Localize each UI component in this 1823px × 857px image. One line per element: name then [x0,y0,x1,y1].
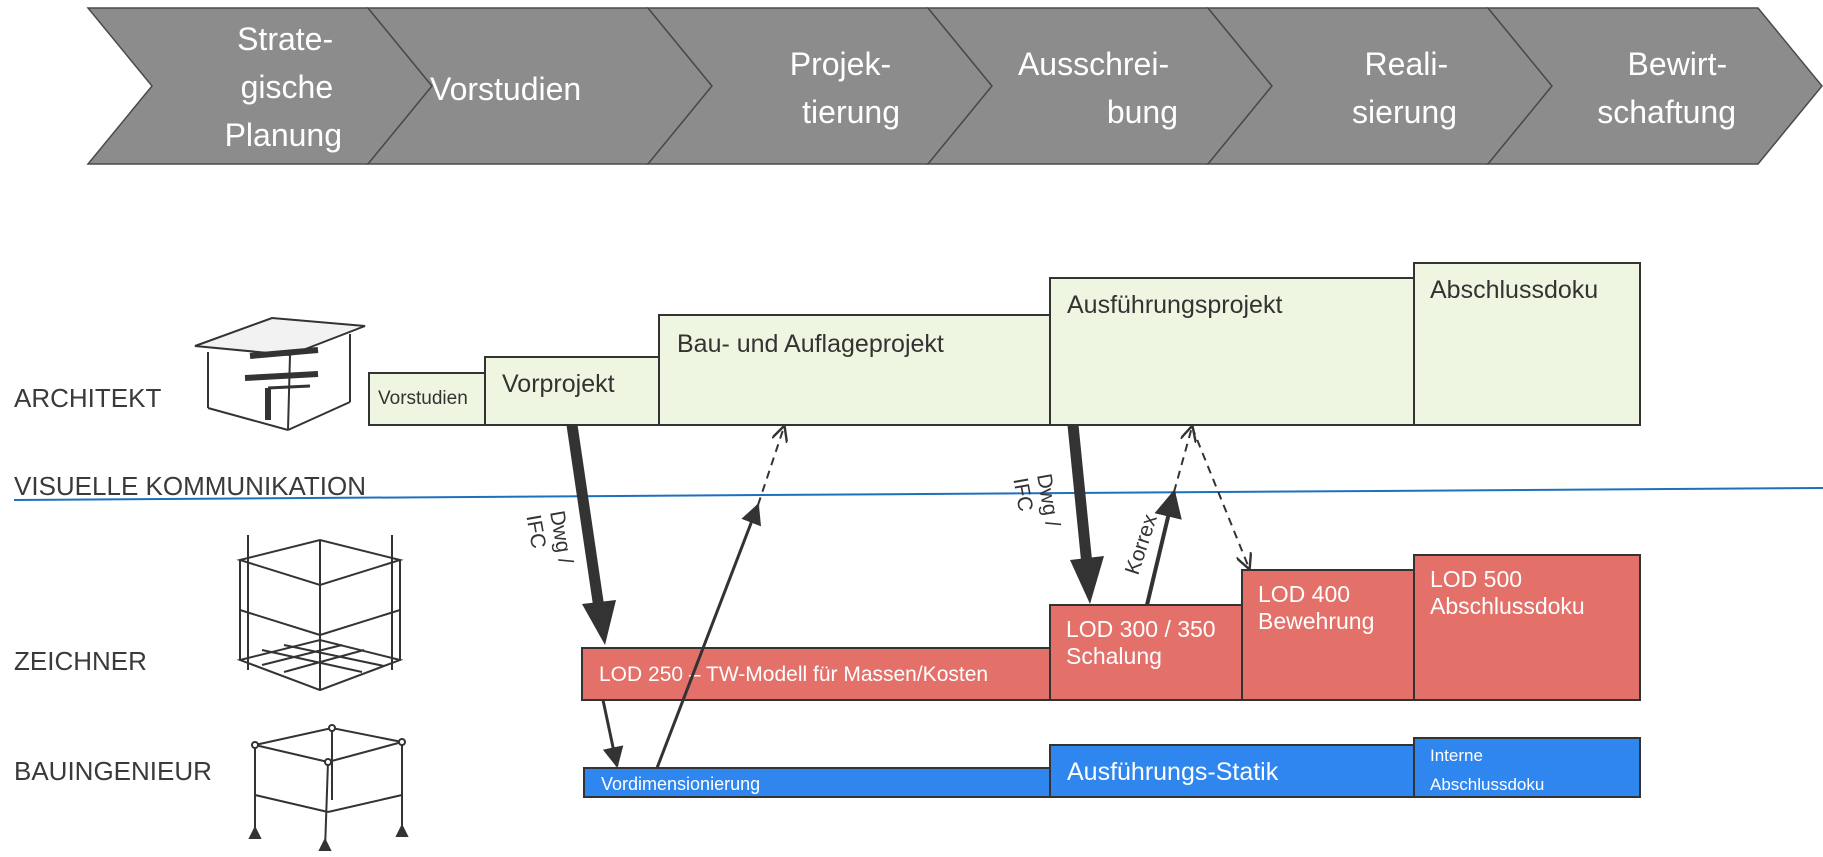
box-interne-abschlussdoku-label: Interne Abschlussdoku [1430,746,1544,794]
phase-label-projektierung: Projek- tierung [790,46,900,130]
phase-label-bewirtschaftung: Bewirt- schaftung [1597,46,1736,130]
box-ausfuehrungsprojekt-label: Ausführungsprojekt [1067,291,1282,319]
arrow-lod300-korrex [1145,489,1182,606]
role-label-visuelle-kommunikation: VISUELLE KOMMUNIKATION [14,471,366,501]
arrow-lod250-to-vordim [601,699,624,769]
box-abschlussdoku [1413,262,1641,426]
phase-label-realisierung: Reali- sierung [1352,46,1457,130]
box-abschlussdoku-label: Abschlussdoku [1430,276,1598,304]
drafter-sketch-icon [236,535,404,692]
box-ausfuehrungs-statik [1049,744,1415,798]
box-lod250-label: LOD 250 – TW-Modell für Massen/Kosten [599,663,988,686]
box-lod300 [1049,604,1243,701]
box-lod500-label: LOD 500 Abschlussdoku [1430,566,1585,619]
box-lod500 [1413,554,1641,701]
box-ausfuehrungsprojekt [1049,277,1415,426]
box-vorprojekt-label: Vorprojekt [502,370,615,398]
engineer-sketch-icon [248,724,409,851]
dashed-arrow-ausfuehrung-to-lod400 [1191,426,1249,568]
box-lod300-label: LOD 300 / 350 Schalung [1066,616,1222,669]
box-vorstudien [368,372,486,426]
dashed-arrow-to-bauprojekt [757,427,784,506]
role-label-zeichner: ZEICHNER [14,646,147,676]
box-vordimensionierung-label: Vordimensionierung [601,774,760,794]
box-interne-abschlussdoku [1413,737,1641,798]
arrow-vordim-to-bauprojekt [655,503,762,769]
box-lod400 [1241,569,1415,701]
arrow-label-dwg-ifc-2: Dwg / IFC [1008,472,1065,539]
arrowhead-ausfuehrung-to-lod300 [1070,556,1104,604]
phase-label-ausschreibung: Ausschrei- bung [1018,46,1178,130]
arrow-vorprojekt-to-lod250 [566,424,606,616]
box-vordimensionierung [583,767,1051,798]
box-vorprojekt [484,356,660,426]
phase-chevrons: Strate- gische Planung Vorstudien Projek… [86,7,1823,165]
divider-line [13,487,1823,501]
arrow-label-dwg-ifc-1: Dwg / IFC [521,509,578,576]
phase-chevron-bewirtschaftung [1486,7,1823,165]
phase-label-strategische-planung: Strate- gische Planung [225,21,342,153]
arrowhead-vorprojekt-to-lod250 [582,600,616,645]
box-bauprojekt [658,314,1051,426]
phase-label-vorstudien: Vorstudien [430,71,581,107]
box-bauprojekt-label: Bau- und Auflageprojekt [677,330,944,358]
flow-arrows [566,424,1249,769]
ingenieur-boxes: Vordimensionierung Ausführungs-Statik In… [583,737,1641,798]
role-label-architekt: ARCHITEKT [14,383,161,413]
box-lod250 [581,647,1051,701]
box-ausfuehrungs-statik-label: Ausführungs-Statik [1067,758,1279,786]
arrow-ausfuehrung-to-lod300 [1067,424,1093,566]
architekt-boxes: Vorstudien Vorprojekt Bau- und Auflagepr… [368,262,1641,426]
box-lod400-label: LOD 400 Bewehrung [1258,581,1374,634]
dashed-arrow-korrex-to-ausfuehrung [1173,427,1192,493]
zeichner-boxes: LOD 250 – TW-Modell für Massen/Kosten LO… [581,554,1641,701]
role-label-bauingenieur: BAUINGENIEUR [14,756,212,786]
box-vorstudien-label: Vorstudien [378,388,468,409]
architect-sketch-icon [194,316,366,431]
